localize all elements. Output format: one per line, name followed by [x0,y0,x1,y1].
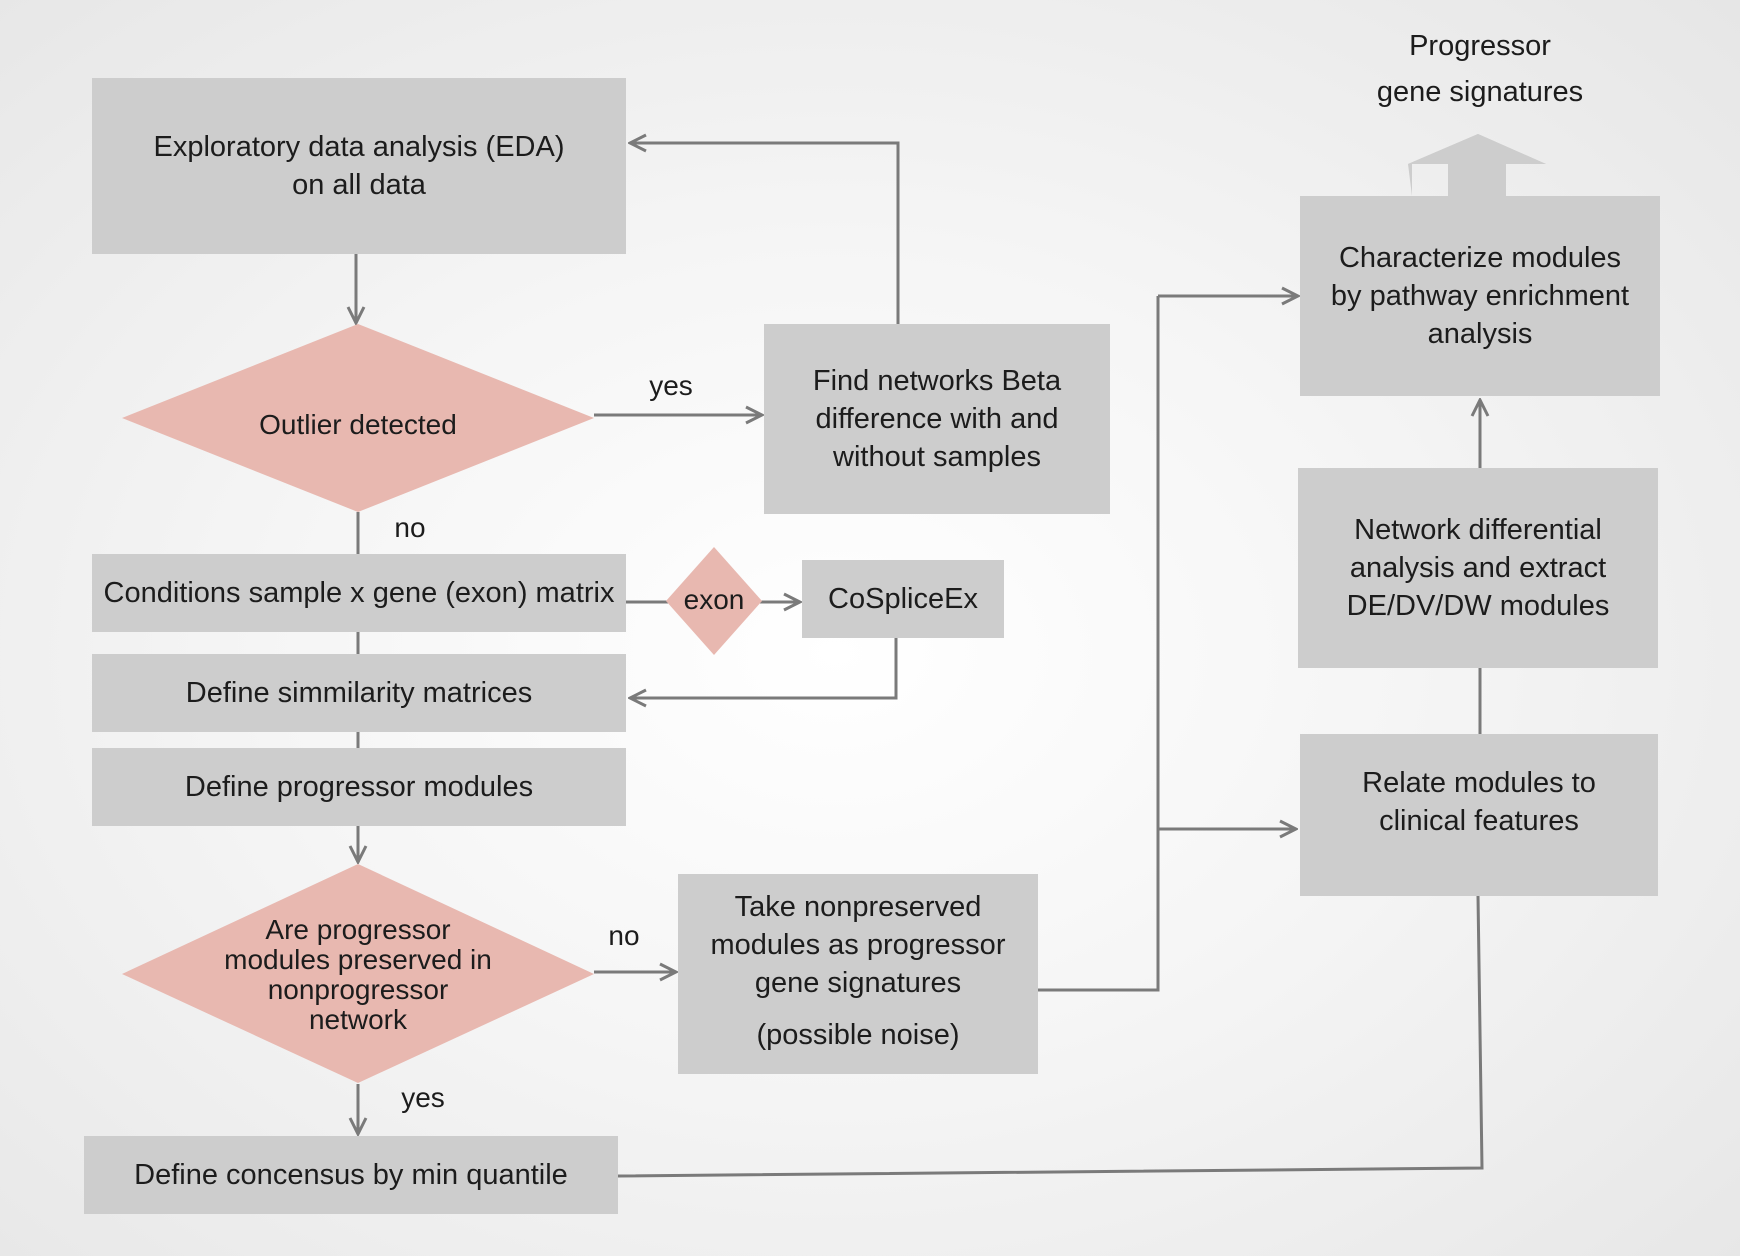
network-diff-line-1: Network differential [1354,514,1602,546]
progressor-signatures-title: Progressor gene signatures [1340,24,1620,114]
nonpreserved-line-2: modules as progressor [710,929,1006,961]
similarity-label: Define simmilarity matrices [185,677,533,709]
find-networks-line-3: without samples [833,441,1041,473]
arrow-cosplice-to-similarity [630,638,898,698]
arrow-find-networks-to-eda [630,143,900,325]
cosplice-label: CoSpliceEx [828,583,978,615]
connector-consensus-to-relate [617,895,1484,1178]
similarity-box: Define simmilarity matrices [92,654,626,732]
preserved-line-4: network [308,1004,408,1035]
preserved-line-3: nonprogressor [267,974,449,1005]
exon-label-text: exon [683,584,745,615]
relate-line-1: Relate modules to [1362,767,1596,799]
find-networks-line-1: Find networks Beta [812,365,1062,397]
outlier-decision-diamond [122,324,594,512]
no-label-preserved: no [608,920,640,951]
cosplice-box: CoSpliceEx [802,560,1004,638]
signatures-line-1: Progressor [1409,30,1551,62]
outlier-label-text: Outlier detected [259,409,457,440]
eda-line-1: Exploratory data analysis (EDA) [153,131,565,163]
characterize-line-1: Characterize modules [1338,242,1622,274]
eda-box: Exploratory data analysis (EDA) on all d… [92,78,626,254]
network-diff-box: Network differential analysis and extrac… [1298,468,1658,668]
preserved-decision-label: Are progressor modules preserved in nonp… [178,912,538,1038]
network-diff-line-3: DE/DV/DW modules [1346,590,1610,622]
nonpreserved-line-3: gene signatures [754,967,962,999]
progressor-modules-box: Define progressor modules [92,748,626,826]
consensus-box: Define concensus by min quantile [84,1136,618,1214]
preserved-line-1: Are progressor [265,914,451,945]
big-up-arrow-triangle [1408,134,1546,164]
relate-line-2: clinical features [1379,805,1579,837]
yes-label-outlier: yes [649,370,693,401]
preserved-decision-diamond [122,864,594,1083]
find-networks-line-2: difference with and [815,403,1059,435]
consensus-label: Define concensus by min quantile [134,1159,568,1191]
nonpreserved-line-1: Take nonpreserved [734,891,982,923]
connector-nonpreserved-bus [1038,296,1160,992]
yes-label-preserved: yes [401,1082,445,1113]
conditions-label: Conditions sample x gene (exon) matrix [103,577,615,609]
nonpreserved-box: Take nonpreserved modules as progressor … [678,874,1038,1074]
exon-decision-diamond [666,547,762,655]
characterize-line-2: by pathway enrichment [1330,280,1630,312]
relate-box: Relate modules to clinical features [1300,734,1658,896]
big-up-arrow [1408,164,1412,196]
preserved-line-2: modules preserved in [224,944,492,975]
big-up-arrow-shaft [1448,162,1506,198]
conditions-box: Conditions sample x gene (exon) matrix [92,554,626,632]
characterize-line-3: analysis [1427,318,1533,350]
network-diff-line-2: analysis and extract [1349,552,1607,584]
outlier-decision-label: Outlier detected [160,400,556,450]
characterize-box: Characterize modules by pathway enrichme… [1300,196,1660,396]
find-networks-box: Find networks Beta difference with and w… [764,324,1110,514]
exon-decision-label: exon [664,582,764,618]
nonpreserved-noise: (possible noise) [756,1019,960,1051]
eda-line-2: on all data [292,169,426,201]
no-label-outlier: no [394,512,426,543]
signatures-line-2: gene signatures [1376,76,1584,108]
progressor-modules-label: Define progressor modules [184,771,534,803]
